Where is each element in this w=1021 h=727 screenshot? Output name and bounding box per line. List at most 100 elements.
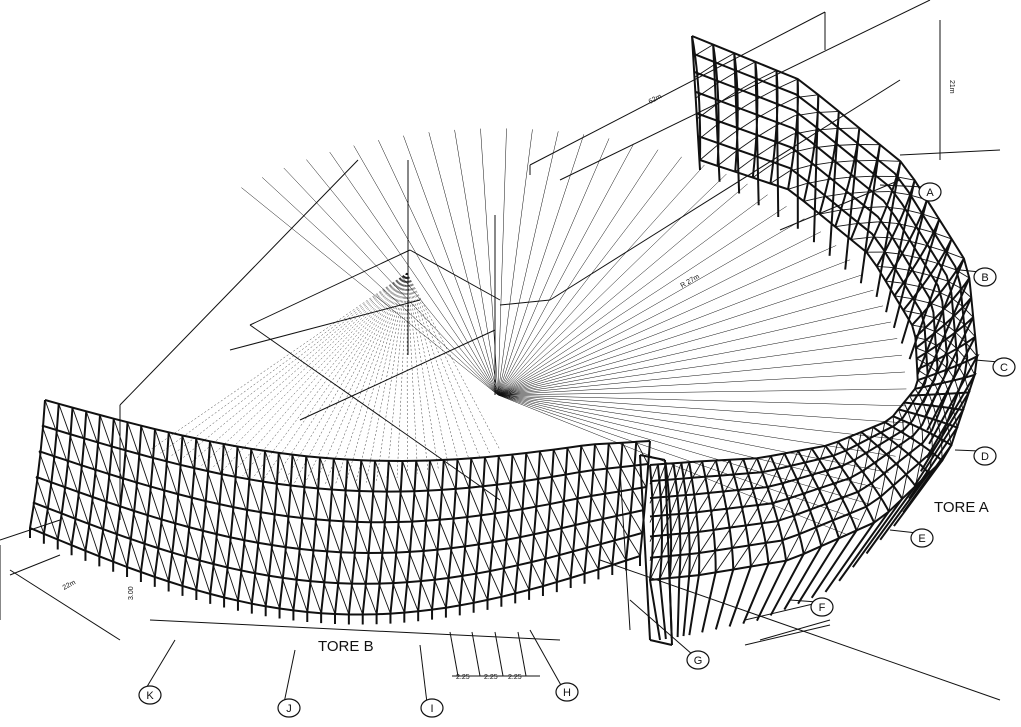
tore-b-brace (199, 560, 210, 594)
tore-a-rib (730, 460, 751, 627)
ray-line (498, 232, 821, 395)
tore-b-brace (42, 426, 53, 456)
tore-a-brace (751, 546, 764, 566)
tore-b-brace (577, 499, 589, 522)
tore-b-rib (390, 461, 402, 624)
tore-b-brace (565, 475, 577, 499)
tore-b-brace (274, 514, 285, 547)
tore-b-brace (310, 581, 321, 613)
span-top-dimension: 62m (648, 93, 663, 106)
tore-b-brace (370, 522, 381, 553)
tore-a-brace (834, 442, 838, 459)
tore-b-brace (329, 520, 340, 552)
ray-line (232, 273, 407, 474)
tore-a-brace (803, 480, 812, 500)
tore-a-brace (722, 478, 733, 497)
tore-b-brace (400, 492, 411, 522)
tore-b-brace (375, 461, 386, 492)
tore-b-label: TORE B (318, 638, 374, 655)
ray-line (498, 395, 904, 423)
tore-b-brace (279, 453, 290, 486)
tore-a-brace (872, 468, 876, 488)
tore-b-rib (543, 450, 554, 596)
tore-a-brace (776, 453, 784, 472)
tore-a-brace (916, 348, 926, 352)
tore-b-brace (414, 491, 425, 521)
tore-a-brace (693, 45, 713, 57)
tore-a-brace (880, 478, 884, 500)
tore-b-brace (218, 504, 229, 537)
tore-b-rib (335, 460, 348, 625)
tore-b-brace (196, 438, 207, 471)
tore-b-brace (462, 576, 474, 603)
tore-b-brace (285, 547, 296, 580)
tore-b-brace (587, 548, 599, 570)
tore-b-brace (348, 460, 359, 492)
tore-b-purlin (30, 528, 640, 615)
tore-b-brace (490, 571, 502, 597)
ray-line (498, 338, 897, 395)
tore-b-brace (128, 422, 139, 454)
grid-marker-letter: B (981, 272, 988, 284)
tore-b-brace (331, 490, 342, 522)
tore-b-brace (94, 469, 105, 501)
tore-b-brace (312, 550, 323, 582)
grid-marker-i: I (421, 699, 443, 717)
ray-line (498, 290, 874, 395)
tore-a-brace (650, 503, 658, 523)
tore-b-brace (520, 537, 532, 562)
tore-b-brace (100, 415, 111, 446)
ray-line (498, 134, 584, 395)
ray-line (498, 389, 906, 395)
tore-b-brace (147, 515, 158, 548)
tore-b-brace (552, 477, 564, 502)
tore-b-brace (133, 510, 144, 543)
tore-b-brace (522, 509, 534, 534)
tore-b-brace (533, 534, 545, 558)
tore-b-brace (183, 435, 194, 467)
tore-b-brace (158, 548, 169, 582)
grid-marker-letter: E (918, 533, 925, 545)
construction-line (10, 555, 60, 575)
tore-b-brace (188, 527, 199, 560)
tore-b-brace (561, 528, 573, 551)
tore-b-brace (83, 438, 94, 469)
tore-b-rib (418, 460, 430, 621)
tore-b-brace (296, 580, 307, 612)
tore-b-purlin (39, 451, 646, 522)
tore-a-brace (752, 475, 762, 494)
tore-b-brace (97, 442, 108, 474)
tore-b-rib (585, 444, 595, 584)
tore-b-brace (351, 584, 362, 615)
construction-line (230, 300, 420, 350)
ray-line (407, 273, 449, 466)
construction-line (410, 250, 500, 300)
tore-b-brace (265, 451, 276, 484)
tore-b-brace (381, 553, 392, 583)
grid-marker-letter: K (146, 690, 154, 702)
tore-b-rib (363, 461, 375, 625)
construction-line (300, 330, 495, 420)
tore-b-rib (58, 408, 73, 550)
tore-b-brace (467, 517, 479, 544)
tore-b-brace (607, 469, 619, 492)
tore-b-brace (64, 487, 75, 519)
ray-line (498, 395, 880, 489)
tore-b-rib (349, 460, 361, 624)
tore-b-brace (304, 487, 315, 519)
ray-line (498, 144, 634, 395)
tore-b-brace (389, 461, 400, 492)
tore-b-brace (39, 451, 50, 482)
ray-line (253, 273, 407, 478)
tore-b-brace (67, 460, 78, 491)
tore-a-brace (858, 432, 861, 447)
tore-a-brace (866, 488, 872, 510)
tore-a-brace (734, 62, 755, 73)
tore-b-brace (136, 482, 147, 515)
tore-b-brace (116, 534, 127, 567)
tore-b-brace (119, 506, 130, 539)
tore-b-brace (191, 497, 202, 530)
ray-line (262, 177, 498, 395)
tore-a-brace (870, 427, 873, 441)
tore-a-brace (851, 237, 872, 239)
